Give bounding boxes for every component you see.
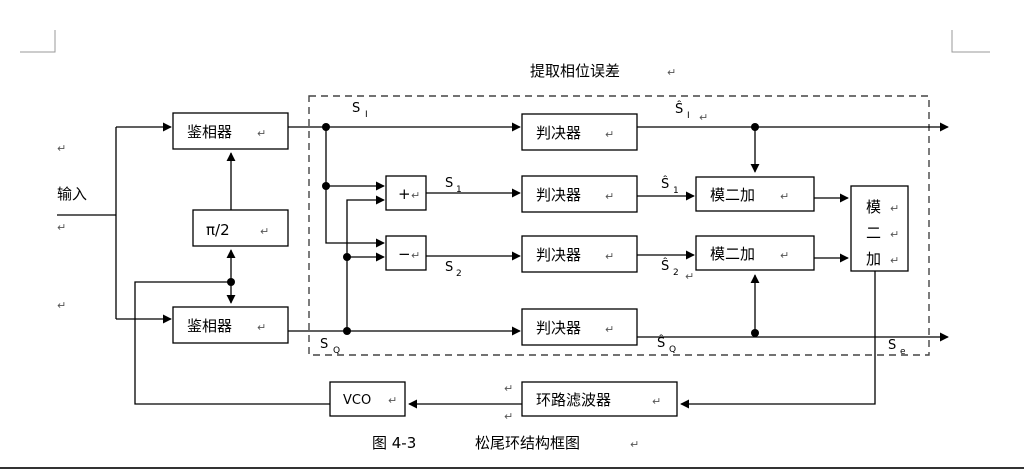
paragraph-mark: ↵ <box>504 382 513 395</box>
se-subscript: e <box>900 347 906 357</box>
s2-subscript: 2 <box>456 269 462 279</box>
sq-label: S <box>320 337 328 352</box>
mod2-output-to-loop-filter <box>680 270 876 409</box>
phase-shift-box <box>192 209 289 247</box>
page-corner-mark-left <box>20 30 56 53</box>
sq-subscript: Q <box>333 346 340 356</box>
mod2-adder-2-label: 模二加 <box>710 245 755 263</box>
paragraph-mark: ↵ <box>652 395 661 408</box>
lower-phase-detector-box <box>172 306 289 344</box>
decision-device-4-label: 判决器 <box>536 319 581 337</box>
paragraph-mark: ↵ <box>411 189 420 202</box>
phase-shift-label: π/2 <box>206 221 230 239</box>
paragraph-mark: ↵ <box>388 394 397 407</box>
s2-hat-subscript: 2 <box>673 268 679 278</box>
se-label: S <box>888 338 896 353</box>
subtractor-box <box>385 235 427 271</box>
paragraph-mark: ↵ <box>257 127 266 140</box>
paragraph-mark: ↵ <box>699 111 708 124</box>
decision-device-3-label: 判决器 <box>536 246 581 264</box>
figure-caption: 松尾环结构框图 <box>475 434 580 452</box>
paragraph-mark: ↵ <box>504 410 513 423</box>
mod2-adder-2-box <box>695 235 815 271</box>
junction-dot <box>322 182 330 190</box>
final-mod2-adder-char-1: 模 <box>866 198 881 216</box>
paragraph-mark: ↵ <box>411 249 420 262</box>
paragraph-mark: ↵ <box>667 66 676 79</box>
decision-device-1-box <box>521 113 638 151</box>
si-to-subtractor <box>325 127 385 248</box>
si-hat-subscript: I <box>687 111 690 121</box>
upper-phase-detector-label: 鉴相器 <box>187 123 232 141</box>
lower-phase-detector-label: 鉴相器 <box>187 317 232 335</box>
paragraph-mark: ↵ <box>780 190 789 203</box>
mod2-adder-1-label: 模二加 <box>710 186 755 204</box>
input-label: 输入 <box>57 185 87 203</box>
paragraph-mark: ↵ <box>57 299 66 312</box>
decision-device-2-label: 判决器 <box>536 186 581 204</box>
decision-device-4-box <box>521 308 638 346</box>
s1-hat-label: Ŝ <box>661 176 669 192</box>
s1-subscript: 1 <box>456 185 462 195</box>
final-mod2-adder-char-3: 加 <box>866 250 881 268</box>
vco-output-line <box>134 281 330 405</box>
paragraph-mark: ↵ <box>57 142 66 155</box>
sq-hat-subscript: Q <box>669 345 676 355</box>
decision-device-2-box <box>521 175 638 213</box>
phase-error-extraction-region <box>308 95 930 356</box>
si-subscript: I <box>365 110 368 120</box>
s1-label: S <box>445 176 453 191</box>
decision-device-1-label: 判决器 <box>536 124 581 142</box>
loop-filter-box <box>521 381 678 417</box>
paragraph-mark: ↵ <box>685 270 694 283</box>
final-mod2-adder-char-2: 二 <box>866 224 881 242</box>
sq-hat-label: Ŝ <box>657 335 665 351</box>
paragraph-mark: ↵ <box>57 221 66 234</box>
final-mod2-adder-box <box>850 185 909 272</box>
upper-phase-detector-box <box>172 112 289 150</box>
paragraph-mark: ↵ <box>780 249 789 262</box>
paragraph-mark: ↵ <box>605 323 614 336</box>
paragraph-mark: ↵ <box>605 250 614 263</box>
paragraph-mark: ↵ <box>630 438 639 451</box>
s2-hat-label: Ŝ <box>661 258 669 274</box>
decision-device-3-box <box>521 235 638 273</box>
s2-label: S <box>445 260 453 275</box>
paragraph-mark: ↵ <box>260 225 269 238</box>
dashed-region-title: 提取相位误差 <box>530 62 620 80</box>
paragraph-mark: ↵ <box>605 190 614 203</box>
vco-label: VCO <box>343 393 371 408</box>
vco-box <box>329 381 406 417</box>
loop-filter-label: 环路滤波器 <box>536 391 611 409</box>
junction-dot <box>343 253 351 261</box>
paragraph-mark: ↵ <box>890 202 899 215</box>
figure-number: 图 4-3 <box>372 434 416 452</box>
si-label: S <box>352 101 360 116</box>
page-corner-mark-right <box>951 30 990 53</box>
si-hat-label: Ŝ <box>675 101 683 117</box>
paragraph-mark: ↵ <box>890 228 899 241</box>
s1-hat-subscript: 1 <box>673 186 679 196</box>
sq-to-adder <box>346 195 385 331</box>
adder-label: + <box>398 185 411 203</box>
mod2-adder-1-box <box>695 176 815 212</box>
subtractor-label: − <box>398 245 411 263</box>
paragraph-mark: ↵ <box>890 254 899 267</box>
paragraph-mark: ↵ <box>605 128 614 141</box>
paragraph-mark: ↵ <box>257 321 266 334</box>
